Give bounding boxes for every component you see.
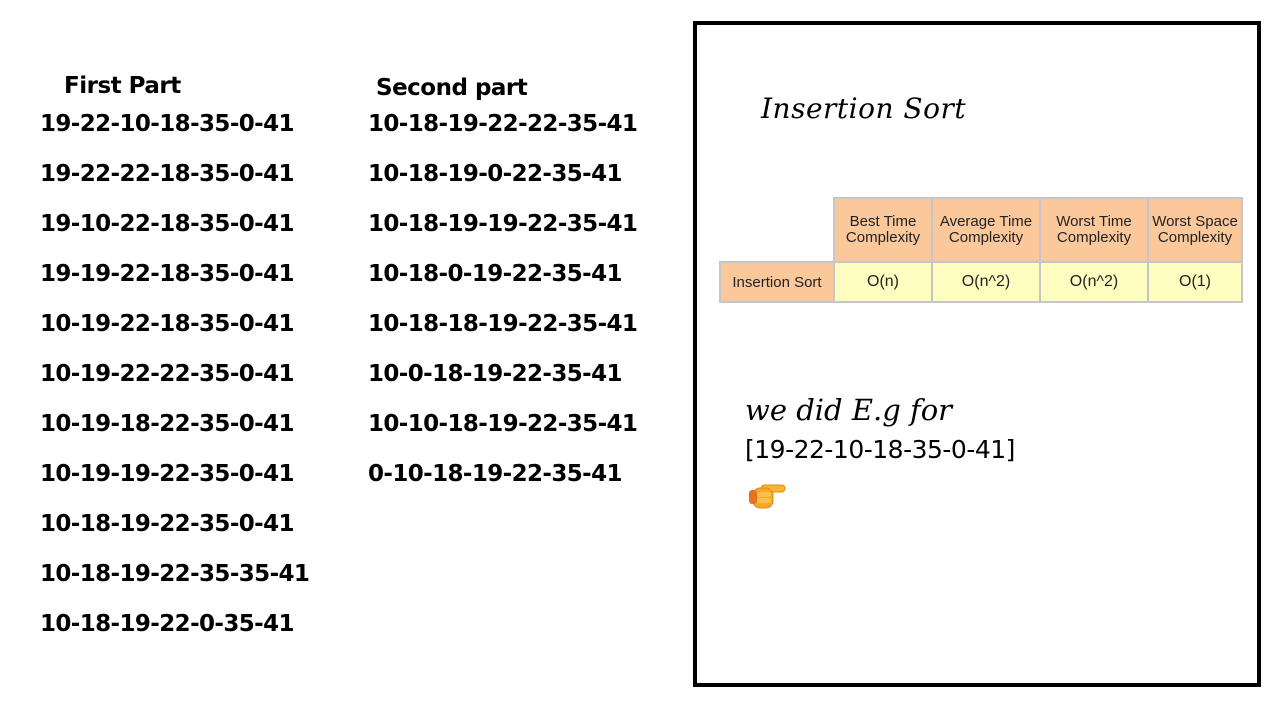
second-part-list: 10-18-19-22-22-35-41 10-18-19-0-22-35-41… bbox=[368, 111, 638, 512]
second-part-step: 10-10-18-19-22-35-41 bbox=[368, 411, 638, 437]
first-part-step: 10-19-19-22-35-0-41 bbox=[40, 461, 295, 487]
worst-space-header: Worst Space Complexity bbox=[1147, 197, 1243, 263]
second-part-step: 10-18-0-19-22-35-41 bbox=[368, 261, 623, 287]
average-time-header: Average Time Complexity bbox=[931, 197, 1041, 263]
first-part-step: 19-19-22-18-35-0-41 bbox=[40, 261, 295, 287]
second-part-step: 10-18-19-0-22-35-41 bbox=[368, 161, 623, 187]
first-part-step: 10-18-19-22-35-0-41 bbox=[40, 511, 295, 537]
first-part-step: 10-18-19-22-35-35-41 bbox=[40, 561, 310, 587]
first-part-step: 19-22-10-18-35-0-41 bbox=[40, 111, 295, 137]
first-part-step: 10-19-18-22-35-0-41 bbox=[40, 411, 295, 437]
second-part-step: 10-0-18-19-22-35-41 bbox=[368, 361, 623, 387]
best-time-header: Best Time Complexity bbox=[833, 197, 933, 263]
worst-time-value: O(n^2) bbox=[1039, 261, 1149, 303]
worst-time-header: Worst Time Complexity bbox=[1039, 197, 1149, 263]
second-part-step: 10-18-18-19-22-35-41 bbox=[368, 311, 638, 337]
first-part-heading: First Part bbox=[64, 73, 181, 99]
table-header-row: Best Time Complexity Average Time Comple… bbox=[719, 197, 1243, 263]
first-part-step: 19-22-22-18-35-0-41 bbox=[40, 161, 295, 187]
first-part-step: 10-19-22-18-35-0-41 bbox=[40, 311, 295, 337]
second-part-step: 0-10-18-19-22-35-41 bbox=[368, 461, 623, 487]
second-part-step: 10-18-19-19-22-35-41 bbox=[368, 211, 638, 237]
second-part-heading: Second part bbox=[376, 75, 528, 101]
row-label: Insertion Sort bbox=[719, 261, 835, 303]
example-note: we did E.g for bbox=[745, 393, 953, 427]
best-time-value: O(n) bbox=[833, 261, 933, 303]
example-array: [19-22-10-18-35-0-41] bbox=[745, 435, 1015, 464]
table-row: Insertion Sort O(n) O(n^2) O(n^2) O(1) bbox=[719, 261, 1243, 303]
first-part-step: 19-10-22-18-35-0-41 bbox=[40, 211, 295, 237]
worst-space-value: O(1) bbox=[1147, 261, 1243, 303]
complexity-table: Best Time Complexity Average Time Comple… bbox=[719, 197, 1243, 303]
table-corner-cell bbox=[719, 197, 835, 263]
pointing-hand-icon bbox=[749, 484, 786, 509]
average-time-value: O(n^2) bbox=[931, 261, 1041, 303]
second-part-step: 10-18-19-22-22-35-41 bbox=[368, 111, 638, 137]
insertion-sort-panel: Insertion Sort Best Time Complexity Aver… bbox=[693, 21, 1261, 687]
first-part-list: 19-22-10-18-35-0-41 19-22-22-18-35-0-41 … bbox=[40, 111, 310, 662]
panel-title: Insertion Sort bbox=[761, 92, 967, 125]
first-part-step: 10-18-19-22-0-35-41 bbox=[40, 611, 295, 637]
first-part-step: 10-19-22-22-35-0-41 bbox=[40, 361, 295, 387]
